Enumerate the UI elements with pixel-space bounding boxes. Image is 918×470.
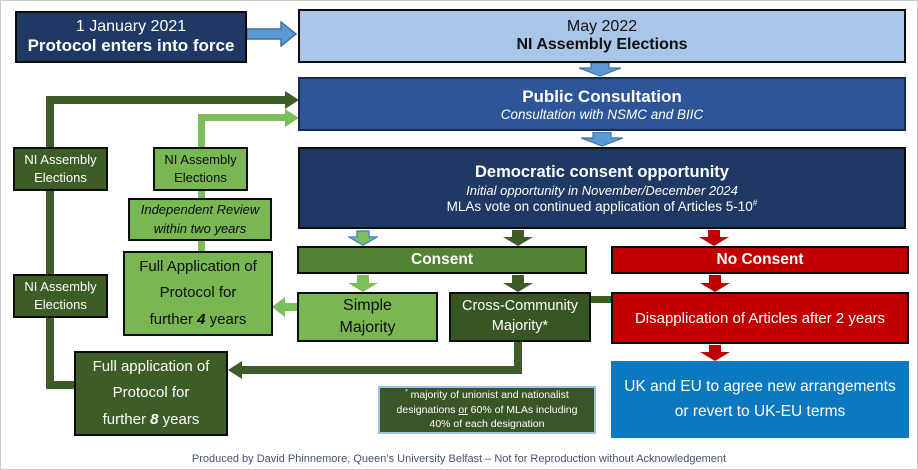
connector-light-green-stub-2 bbox=[198, 241, 205, 252]
independent-review-line2: within two years bbox=[153, 220, 247, 236]
footnote-asterisk: * bbox=[405, 388, 408, 396]
connector-dark-green-horizontal-bottom bbox=[46, 381, 76, 389]
full-app-4-line2: Protocol for bbox=[159, 284, 237, 302]
box-independent-review: Independent Review within two years bbox=[128, 198, 272, 241]
ni-elections-top-line2: Elections bbox=[34, 170, 87, 185]
arrow-disapplication-to-ukeu bbox=[700, 345, 730, 361]
box-ni-elections-bottom: NI Assembly Elections bbox=[13, 274, 108, 318]
box-ni-elections-top: NI Assembly Elections bbox=[13, 147, 108, 191]
simple-majority-line1: Simple bbox=[343, 297, 392, 315]
simple-majority-line2: Majority bbox=[339, 319, 396, 336]
democratic-consent-title: Democratic consent opportunity bbox=[475, 162, 729, 181]
box-cross-community-majority: Cross-Community Majority* bbox=[449, 292, 591, 342]
protocol-force-label: Protocol enters into force bbox=[27, 36, 235, 55]
protocol-force-date: 1 January 2021 bbox=[75, 18, 187, 35]
footnote-line1-text: majority of unionist and nationalist bbox=[407, 388, 569, 401]
connector-cross-community-vertical bbox=[514, 342, 522, 374]
full-app-4-line1: Full Application of bbox=[139, 258, 257, 276]
connector-cross-community-horizontal bbox=[241, 366, 522, 374]
no-consent-label: No Consent bbox=[716, 251, 804, 268]
full-app-8-years-number: 8 bbox=[150, 410, 159, 428]
connector-light-green-stub-1 bbox=[198, 191, 205, 198]
full-app-8-line3-pre: further bbox=[102, 410, 151, 428]
full-app-8-line3: further 8 years bbox=[103, 407, 200, 433]
democratic-consent-line3: MLAs vote on continued application of Ar… bbox=[446, 197, 758, 214]
uk-eu-line1: UK and EU to agree new arrangements bbox=[624, 378, 896, 396]
footnote-line2-post: 60% of MLAs including bbox=[467, 403, 578, 416]
connector-dark-green-vertical bbox=[46, 96, 54, 389]
arrow-consent-to-simple-majority bbox=[348, 275, 378, 292]
full-app-4-line3-pre: further bbox=[149, 310, 198, 328]
box-simple-majority: Simple Majority bbox=[297, 292, 438, 342]
footnote-line3: 40% of each designation bbox=[429, 418, 545, 431]
may2022-date: May 2022 bbox=[566, 18, 638, 35]
ni-elections-bottom-line2: Elections bbox=[34, 297, 87, 312]
arrow-noconsent-to-disapplication bbox=[700, 275, 730, 292]
connector-light-green-vertical bbox=[198, 115, 205, 147]
independent-review-line1: Independent Review bbox=[140, 202, 260, 218]
consent-label: Consent bbox=[411, 251, 473, 268]
arrow-may2022-to-consultation bbox=[578, 63, 622, 77]
footnote-or-underlined: or bbox=[458, 403, 468, 416]
full-app-8-line2: Protocol for bbox=[112, 384, 190, 402]
full-app-8-line1: Full application of bbox=[92, 358, 210, 376]
full-app-4-line3-post: years bbox=[205, 310, 247, 328]
footnote-line2-pre: designations bbox=[396, 403, 459, 416]
box-ni-elections-review: NI Assembly Elections bbox=[153, 147, 248, 191]
box-cross-community-footnote: * majority of unionist and nationalist d… bbox=[378, 386, 596, 434]
cross-community-line2: Majority* bbox=[491, 318, 549, 334]
footnote-line2: designations or 60% of MLAs including bbox=[397, 403, 578, 418]
box-public-consultation: Public Consultation Consultation with NS… bbox=[298, 77, 906, 131]
arrowhead-light-green-to-public-consultation bbox=[285, 109, 299, 127]
connector-light-green-horizontal bbox=[198, 114, 286, 121]
ni-elections-review-line1: NI Assembly bbox=[164, 151, 237, 167]
ni-elections-top-line1: NI Assembly bbox=[24, 151, 97, 167]
arrow-protocol-to-may2022 bbox=[247, 21, 297, 47]
box-consent: Consent bbox=[297, 246, 587, 274]
box-democratic-consent: Democratic consent opportunity Initial o… bbox=[298, 147, 906, 229]
footnote-line1: * majority of unionist and nationalist bbox=[405, 388, 569, 403]
connector-simple-majority-shaft bbox=[284, 303, 297, 311]
attribution-text: Produced by David Phinnemore, Queen’s Un… bbox=[191, 453, 727, 465]
box-uk-eu-arrangements: UK and EU to agree new arrangements or r… bbox=[611, 361, 909, 438]
full-app-8-line3-post: years bbox=[158, 410, 200, 428]
ni-elections-bottom-line1: NI Assembly bbox=[24, 278, 97, 294]
arrow-democratic-to-consent-lightgreen bbox=[348, 230, 378, 246]
arrow-democratic-to-noconsent bbox=[699, 230, 729, 246]
public-consultation-subtitle: Consultation with NSMC and BIIC bbox=[500, 106, 704, 122]
connector-cross-community-to-disapplication bbox=[591, 296, 611, 303]
box-protocol-enters-into-force: 1 January 2021 Protocol enters into forc… bbox=[15, 11, 247, 63]
box-no-consent: No Consent bbox=[611, 246, 909, 274]
may2022-label: NI Assembly Elections bbox=[516, 36, 688, 53]
arrowhead-to-full-application-8 bbox=[228, 361, 242, 379]
box-may-2022-elections: May 2022 NI Assembly Elections bbox=[298, 9, 906, 63]
arrow-democratic-to-consent-darkgreen bbox=[503, 230, 533, 246]
connector-dark-green-horizontal-top bbox=[46, 96, 286, 104]
box-disapplication: Disapplication of Articles after 2 years bbox=[611, 292, 909, 344]
arrow-consultation-to-democratic bbox=[580, 132, 624, 147]
full-app-4-line3: further 4 years bbox=[150, 307, 247, 333]
box-full-application-8-years: Full application of Protocol for further… bbox=[74, 351, 228, 436]
public-consultation-title: Public Consultation bbox=[522, 86, 682, 106]
disapplication-label: Disapplication of Articles after 2 years bbox=[634, 309, 886, 327]
arrowhead-to-full-application-4 bbox=[272, 297, 285, 317]
cross-community-line1: Cross-Community bbox=[461, 298, 578, 315]
uk-eu-line2: or revert to UK-EU terms bbox=[674, 402, 846, 420]
arrowhead-dark-green-to-public-consultation bbox=[285, 91, 299, 109]
box-full-application-4-years: Full Application of Protocol for further… bbox=[123, 251, 273, 336]
democratic-consent-subtitle: Initial opportunity in November/December… bbox=[466, 182, 738, 198]
democratic-consent-line3-text: MLAs vote on continued application of Ar… bbox=[446, 198, 753, 214]
full-app-4-years-number: 4 bbox=[197, 310, 206, 328]
arrow-consent-to-cross-community bbox=[503, 275, 533, 292]
democratic-consent-footnote-mark: # bbox=[752, 197, 758, 207]
ni-elections-review-line2: Elections bbox=[174, 170, 227, 185]
